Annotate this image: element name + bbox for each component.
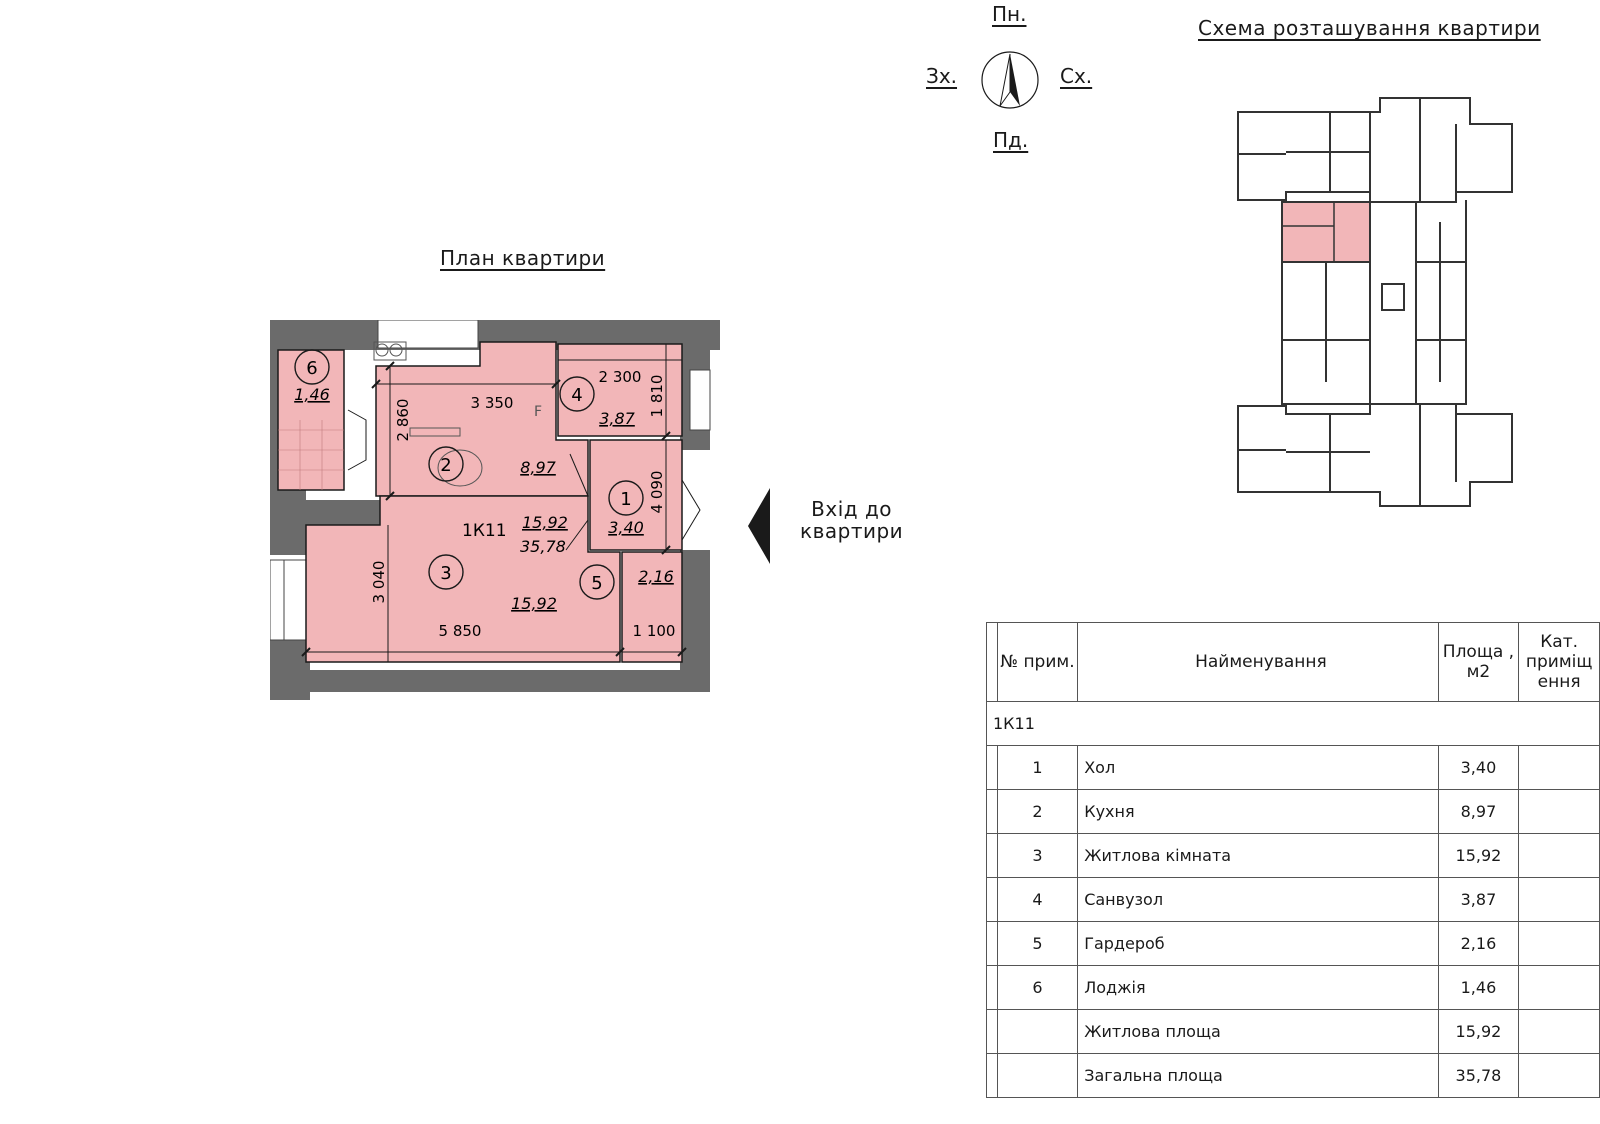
highlighted-apartment: [1281, 201, 1371, 263]
entrance-label-line1: Вхід до: [811, 497, 893, 521]
room-4-area: 3,87: [599, 409, 635, 428]
room-3-number: 3: [440, 563, 451, 584]
entrance-label: Вхід до квартири: [800, 498, 903, 542]
header-cat: Кат. приміщ ення: [1518, 622, 1600, 702]
row-cat: [1518, 745, 1600, 790]
table-row: 4 Санвузол 3,87: [986, 877, 1600, 922]
row-name: Хол: [1077, 745, 1439, 790]
compass-east-label: Сх.: [1060, 64, 1093, 88]
room-6-label: 6 1,46: [294, 349, 330, 404]
row-area: 3,87: [1437, 877, 1520, 922]
room-6-area: 1,46: [294, 385, 330, 404]
room-2-number: 2: [440, 455, 451, 476]
group-label: 1К11: [986, 701, 1600, 746]
row-cat: [1518, 833, 1600, 878]
dim-4090: 4 090: [648, 471, 666, 514]
room-1-number: 1: [620, 489, 631, 510]
table-spacer: [986, 622, 998, 702]
dim-2860: 2 860: [394, 399, 412, 442]
room-2-area: 8,97: [520, 458, 556, 477]
row-num: 5: [996, 921, 1079, 966]
room-4-label: 4 3,87: [559, 376, 636, 428]
entrance-arrow-icon: [748, 488, 770, 564]
row-area: 15,92: [1437, 833, 1520, 878]
room-1-area: 3,40: [608, 518, 644, 537]
total-area-label: Загальна площа: [1077, 1053, 1439, 1098]
row-cat: [1518, 877, 1600, 922]
header-num: № прим.: [996, 622, 1079, 702]
header-name: Найменування: [1077, 622, 1439, 702]
row-name: Кухня: [1077, 789, 1439, 834]
dim-3040: 3 040: [370, 561, 388, 604]
room-6-number: 6: [306, 358, 317, 379]
compass-south-label: Пд.: [993, 128, 1029, 152]
row-num: 1: [996, 745, 1079, 790]
dim-1810: 1 810: [648, 375, 666, 418]
room-4-number: 4: [571, 385, 582, 406]
floor-plan: 6 1,46 2 8,97 4 3,87 1 3,40 3 15,92 5 2,…: [270, 320, 720, 700]
table-summary-row: Загальна площа 35,78: [986, 1053, 1600, 1098]
room-5-label: 5 2,16: [579, 564, 674, 600]
row-name: Санвузол: [1077, 877, 1439, 922]
row-num: 3: [996, 833, 1079, 878]
dim-1100: 1 100: [633, 622, 676, 640]
living-area-value: 15,92: [1437, 1009, 1520, 1054]
table-summary-row: Житлова площа 15,92: [986, 1009, 1600, 1054]
entrance-label-line2: квартири: [800, 519, 904, 543]
row-name: Житлова кімната: [1077, 833, 1439, 878]
table-row: 3 Житлова кімната 15,92: [986, 833, 1600, 878]
table-row: 5 Гардероб 2,16: [986, 921, 1600, 966]
compass-rose-icon: [981, 51, 1039, 109]
row-cat: [1518, 789, 1600, 834]
row-name: Гардероб: [1077, 921, 1439, 966]
dim-5850: 5 850: [439, 622, 482, 640]
row-num: 4: [996, 877, 1079, 922]
total-area-value: 35,78: [1437, 1053, 1520, 1098]
compass-north-label: Пн.: [992, 2, 1027, 26]
table-row: 6 Лоджія 1,46: [986, 965, 1600, 1010]
living-area-label: Житлова площа: [1077, 1009, 1439, 1054]
compass-west-label: Зх.: [926, 64, 958, 88]
room-5-number: 5: [591, 573, 602, 594]
room-2-label: 2 8,97: [428, 446, 557, 482]
apartment-living-area: 15,92: [522, 513, 568, 532]
scheme-title: Схема розташування квартири: [1198, 16, 1541, 40]
fridge-mark: F: [534, 404, 542, 420]
plan-title: План квартири: [440, 246, 606, 270]
room-table: № прим. Найменування Площа , м2 Кат. при…: [986, 622, 1600, 1098]
row-cat: [1518, 921, 1600, 966]
apartment-total-area: 35,78: [520, 537, 566, 556]
table-group-row: 1К11: [986, 701, 1600, 746]
row-name: Лоджія: [1077, 965, 1439, 1010]
row-area: 8,97: [1437, 789, 1520, 834]
apartment-code: 1К11: [462, 521, 507, 541]
row-area: 1,46: [1437, 965, 1520, 1010]
row-area: 3,40: [1437, 745, 1520, 790]
row-area: 2,16: [1437, 921, 1520, 966]
table-row: 1 Хол 3,40: [986, 745, 1600, 790]
room-1-label: 1 3,40: [608, 480, 644, 537]
row-num: 6: [996, 965, 1079, 1010]
building-scheme: [1237, 97, 1513, 507]
header-area: Площа , м2: [1437, 622, 1520, 702]
row-cat: [1518, 965, 1600, 1010]
table-header-row: № прим. Найменування Площа , м2 Кат. при…: [986, 622, 1600, 702]
dim-3350: 3 350: [471, 394, 514, 412]
room-3-area: 15,92: [511, 594, 557, 613]
dim-2300: 2 300: [599, 368, 642, 386]
table-row: 2 Кухня 8,97: [986, 789, 1600, 834]
room-5-area: 2,16: [638, 567, 674, 586]
room-3-label: 3 15,92: [428, 554, 557, 613]
row-num: 2: [996, 789, 1079, 834]
